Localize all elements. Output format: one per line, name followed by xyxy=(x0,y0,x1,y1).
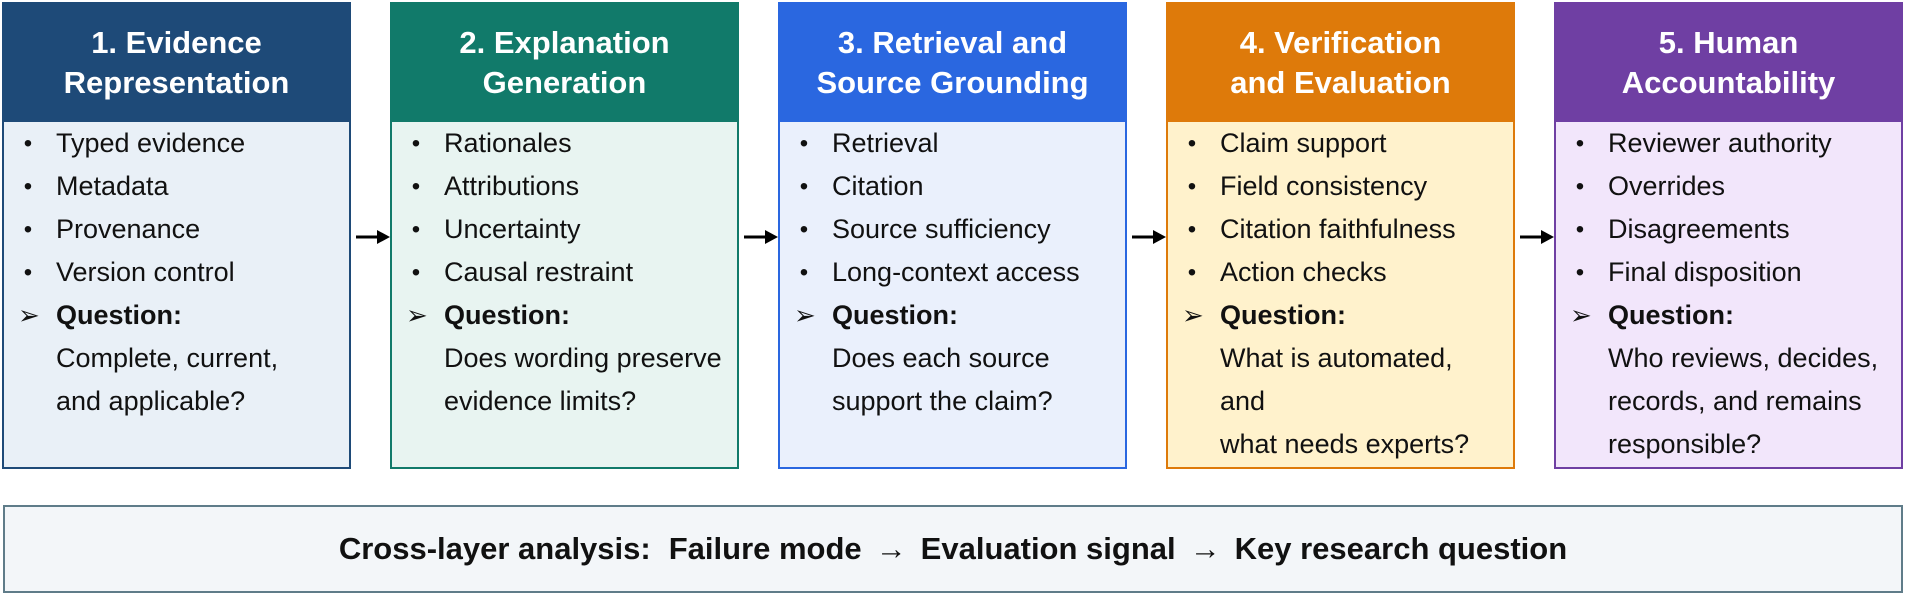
list-item: •Rationales xyxy=(392,122,737,165)
bullet-icon: • xyxy=(411,216,421,243)
bullet-icon: • xyxy=(799,173,809,200)
bullet-icon: • xyxy=(411,173,421,200)
list-item: •Uncertainty xyxy=(392,208,737,251)
arrowhead-bullet-icon: ➢ xyxy=(1570,300,1592,330)
flow-arrow-icon xyxy=(1520,230,1554,244)
bullet-icon: • xyxy=(23,216,33,243)
bullet-icon: • xyxy=(1575,173,1585,200)
question-line: What is automated, and xyxy=(1220,343,1453,416)
stage-title: 5. Human Accountability xyxy=(1556,4,1901,122)
question-line: what needs experts? xyxy=(1220,429,1470,459)
question-label: ➢Question: xyxy=(1168,294,1513,337)
list-item: •Typed evidence xyxy=(4,122,349,165)
flow-arrow-icon xyxy=(356,230,390,244)
question-line: evidence limits? xyxy=(444,386,637,416)
question-line: Does wording preserve xyxy=(444,343,722,373)
question-line: support the claim? xyxy=(832,386,1053,416)
bullet-icon: • xyxy=(411,130,421,157)
list-item: •Overrides xyxy=(1556,165,1901,208)
arrowhead-bullet-icon: ➢ xyxy=(794,300,816,330)
list-item: •Action checks xyxy=(1168,251,1513,294)
flow-arrow-icon xyxy=(1132,230,1166,244)
stage-card-evidence-representation: 1. Evidence Representation •Typed eviden… xyxy=(2,2,351,469)
banner-step-failure-mode: Failure mode xyxy=(668,531,862,566)
banner-step-evaluation-signal: Evaluation signal xyxy=(920,531,1176,566)
list-item: •Attributions xyxy=(392,165,737,208)
right-arrow-icon: → xyxy=(875,531,907,566)
list-item: •Long-context access xyxy=(780,251,1125,294)
bullet-icon: • xyxy=(1187,130,1197,157)
question-line: records, and remains xyxy=(1608,386,1862,416)
list-item: •Causal restraint xyxy=(392,251,737,294)
stage-title: 2. Explanation Generation xyxy=(392,4,737,122)
question-line: Does each source xyxy=(832,343,1050,373)
list-item: •Claim support xyxy=(1168,122,1513,165)
list-item: •Version control xyxy=(4,251,349,294)
list-item: •Citation faithfulness xyxy=(1168,208,1513,251)
stage-card-human-accountability: 5. Human Accountability •Reviewer author… xyxy=(1554,2,1903,469)
bullet-icon: • xyxy=(23,173,33,200)
bullet-icon: • xyxy=(1187,259,1197,286)
list-item: •Field consistency xyxy=(1168,165,1513,208)
banner-lead: Cross-layer analysis: xyxy=(338,531,651,566)
stage-title: 4. Verification and Evaluation xyxy=(1168,4,1513,122)
right-arrow-icon: → xyxy=(1189,531,1221,566)
question-line: Who reviews, decides, xyxy=(1608,343,1879,373)
list-item: •Metadata xyxy=(4,165,349,208)
stage-title: 3. Retrieval and Source Grounding xyxy=(780,4,1125,122)
question-label: ➢Question: xyxy=(392,294,737,337)
bullet-icon: • xyxy=(1187,173,1197,200)
stage-card-verification-evaluation: 4. Verification and Evaluation •Claim su… xyxy=(1166,2,1515,469)
list-item: •Reviewer authority xyxy=(1556,122,1901,165)
stage-card-explanation-generation: 2. Explanation Generation •Rationales •A… xyxy=(390,2,739,469)
question-line: and applicable? xyxy=(56,386,246,416)
list-item: •Source sufficiency xyxy=(780,208,1125,251)
bullet-icon: • xyxy=(23,130,33,157)
list-item: •Citation xyxy=(780,165,1125,208)
stage-card-retrieval-source-grounding: 3. Retrieval and Source Grounding •Retri… xyxy=(778,2,1127,469)
question-label: ➢Question: xyxy=(1556,294,1901,337)
bullet-icon: • xyxy=(1575,216,1585,243)
bullet-icon: • xyxy=(23,259,33,286)
cross-layer-analysis-banner: Cross-layer analysis: Failure mode → Evalua… xyxy=(3,505,1903,593)
bullet-icon: • xyxy=(1575,259,1585,286)
bullet-icon: • xyxy=(799,216,809,243)
stage-title: 1. Evidence Representation xyxy=(4,4,349,122)
list-item: •Final disposition xyxy=(1556,251,1901,294)
question-line: Complete, current, xyxy=(56,343,279,373)
list-item: •Retrieval xyxy=(780,122,1125,165)
arrowhead-bullet-icon: ➢ xyxy=(1182,300,1204,330)
bullet-icon: • xyxy=(799,130,809,157)
arrowhead-bullet-icon: ➢ xyxy=(18,300,40,330)
question-label: ➢Question: xyxy=(780,294,1125,337)
question-label: ➢Question: xyxy=(4,294,349,337)
bullet-icon: • xyxy=(411,259,421,286)
list-item: •Disagreements xyxy=(1556,208,1901,251)
flow-arrow-icon xyxy=(744,230,778,244)
banner-step-key-research-question: Key research question xyxy=(1234,531,1568,566)
bullet-icon: • xyxy=(1187,216,1197,243)
question-line: responsible? xyxy=(1608,429,1762,459)
arrowhead-bullet-icon: ➢ xyxy=(406,300,428,330)
bullet-icon: • xyxy=(799,259,809,286)
bullet-icon: • xyxy=(1575,130,1585,157)
list-item: •Provenance xyxy=(4,208,349,251)
